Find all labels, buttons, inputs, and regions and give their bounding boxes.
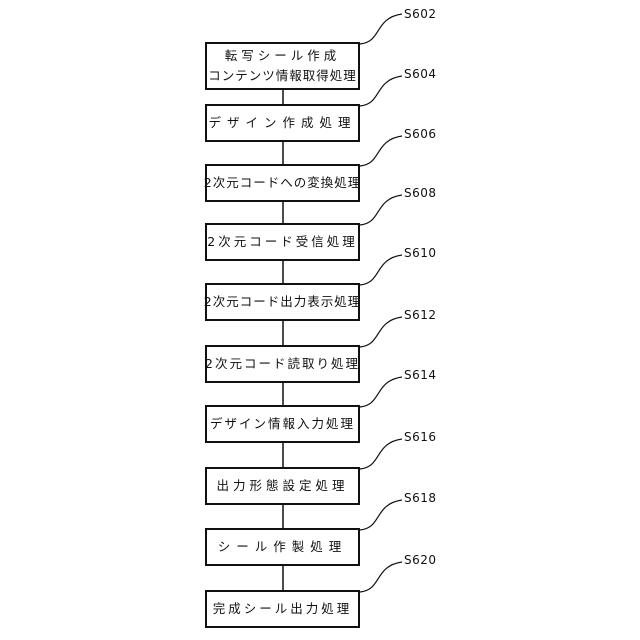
leader-line xyxy=(360,317,402,347)
step-label: 出力形態設定処理 xyxy=(216,476,348,496)
leader-line xyxy=(360,136,402,166)
step-label: 2次元コードへの変換処理 xyxy=(204,173,361,193)
step-code-label: S612 xyxy=(404,308,437,322)
leader-line xyxy=(360,500,402,530)
step-box-s602: 転写シール作成 コンテンツ情報取得処理 xyxy=(205,42,360,90)
step-label: 2次元コード出力表示処理 xyxy=(204,292,361,312)
step-label: デザイン作成処理 xyxy=(208,113,356,133)
leader-line xyxy=(360,439,402,469)
step-code-label: S602 xyxy=(404,7,437,21)
step-box-s620: 完成シール出力処理 xyxy=(205,590,360,628)
step-label: シール作製処理 xyxy=(218,537,348,557)
step-code-label: S614 xyxy=(404,368,437,382)
step-label: 2次元コード受信処理 xyxy=(207,232,357,252)
step-label: デザイン情報入力処理 xyxy=(210,414,355,434)
step-code-label: S606 xyxy=(404,127,437,141)
step-box-s608: 2次元コード受信処理 xyxy=(205,223,360,261)
leader-line xyxy=(360,76,402,106)
leader-line xyxy=(360,255,402,285)
leader-line xyxy=(360,195,402,225)
step-label: コンテンツ情報取得処理 xyxy=(208,66,357,86)
step-code-label: S618 xyxy=(404,491,437,505)
step-box-s610: 2次元コード出力表示処理 xyxy=(205,283,360,321)
step-code-label: S620 xyxy=(404,553,437,567)
step-code-label: S610 xyxy=(404,246,437,260)
step-box-s618: シール作製処理 xyxy=(205,528,360,566)
leader-line xyxy=(360,14,402,44)
step-code-label: S608 xyxy=(404,186,437,200)
step-code-label: S604 xyxy=(404,67,437,81)
leader-line xyxy=(360,562,402,592)
step-box-s604: デザイン作成処理 xyxy=(205,104,360,142)
step-box-s616: 出力形態設定処理 xyxy=(205,467,360,505)
step-label: 転写シール作成 xyxy=(225,46,341,66)
step-box-s614: デザイン情報入力処理 xyxy=(205,405,360,443)
step-label: 完成シール出力処理 xyxy=(213,599,353,619)
step-box-s606: 2次元コードへの変換処理 xyxy=(205,164,360,202)
step-label: 2次元コード読取り処理 xyxy=(205,354,360,374)
step-box-s612: 2次元コード読取り処理 xyxy=(205,345,360,383)
leader-line xyxy=(360,377,402,407)
step-code-label: S616 xyxy=(404,430,437,444)
